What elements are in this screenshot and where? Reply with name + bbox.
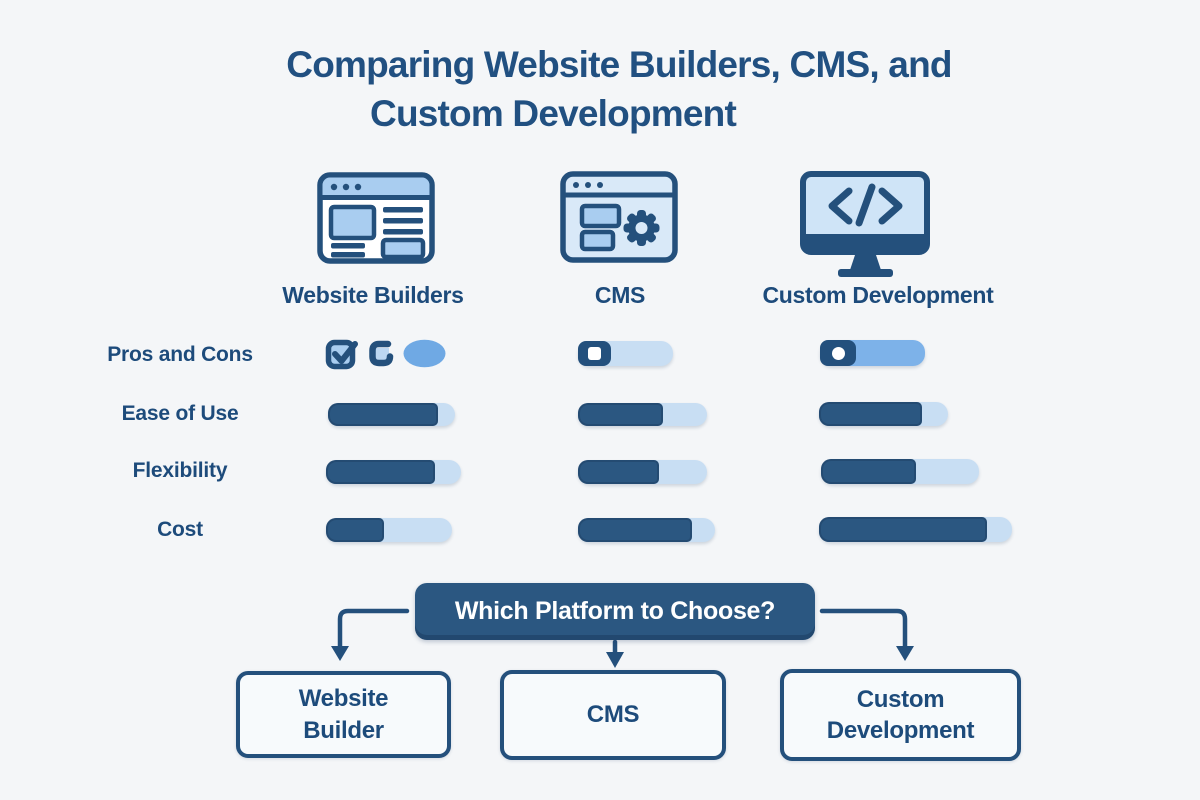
option-box-custom-development: Custom Development (780, 669, 1021, 761)
monitor-code-icon (799, 170, 931, 282)
bar-flexibility-website-builders (326, 460, 461, 484)
toggle-handle (578, 341, 611, 366)
column-header-website-builders: Website Builders (282, 282, 464, 308)
bar-ease-of-use-website-builders (328, 403, 455, 426)
connector-left (337, 608, 410, 650)
arrowhead-center-icon (606, 652, 624, 668)
browser-gear-icon (560, 171, 678, 263)
row-label-pros-and-cons: Pros and Cons (107, 343, 253, 366)
page-title-line-2: Custom Development (370, 93, 737, 134)
code-brackets-icon (828, 183, 903, 227)
pros-cons-cms-toggle (578, 341, 673, 366)
connector-right (819, 608, 908, 650)
open-loop-icon (369, 340, 394, 367)
row-label-ease-of-use: Ease of Use (121, 402, 239, 425)
square-mark-icon (588, 347, 601, 360)
circle-mark-icon (831, 346, 845, 360)
column-header-cms: CMS (594, 282, 646, 308)
bar-cost-cms (578, 518, 715, 542)
bar-flexibility-cms (578, 460, 707, 484)
row-label-flexibility: Flexibility (132, 459, 228, 482)
column-header-custom-development: Custom Development (762, 282, 994, 308)
decision-box: Which Platform to Choose? (415, 583, 815, 640)
toggle-handle (820, 340, 856, 366)
option-label: Custom Development (826, 685, 975, 744)
page-title-line-1: Comparing Website Builders, CMS, and (286, 44, 952, 85)
arrowhead-left-icon (331, 646, 349, 661)
bar-flexibility-custom-development (821, 459, 979, 484)
ellipse-icon (403, 339, 446, 367)
row-label-cost: Cost (157, 518, 203, 541)
bar-cost-website-builders (326, 518, 452, 542)
pros-cons-custom-toggle (820, 340, 925, 366)
bar-ease-of-use-custom-development (819, 402, 948, 426)
pros-cons-website-builders (325, 336, 446, 370)
checked-checkbox-icon (325, 339, 358, 370)
bar-cost-custom-development (819, 517, 1012, 542)
arrowhead-right-icon (896, 646, 914, 661)
option-label: CMS (586, 701, 640, 729)
option-label: Website Builder (298, 685, 389, 744)
bar-ease-of-use-cms (578, 403, 707, 426)
browser-layout-icon (317, 172, 435, 264)
option-box-website-builder: Website Builder (236, 671, 451, 758)
option-box-cms: CMS (500, 670, 726, 760)
